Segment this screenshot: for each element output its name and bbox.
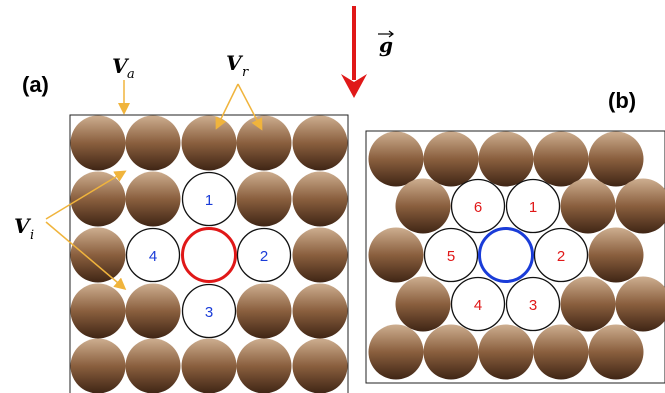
particle xyxy=(615,276,665,332)
particle xyxy=(236,115,292,171)
neighbor-site xyxy=(450,178,506,234)
particle xyxy=(70,338,126,393)
particle xyxy=(533,131,589,187)
particle xyxy=(125,171,181,227)
neighbor-number: 4 xyxy=(474,297,482,314)
panel-b-lattice: 6 1 5 2 4 3 xyxy=(368,131,665,380)
va-subscript: a xyxy=(127,67,135,82)
particle xyxy=(423,131,479,187)
vacancy-site xyxy=(478,227,534,283)
neighbor-site xyxy=(533,227,589,283)
panel-b-label: (b) xyxy=(608,88,636,113)
particle xyxy=(70,171,126,227)
particle xyxy=(236,283,292,339)
particle xyxy=(292,283,348,339)
particle xyxy=(70,283,126,339)
particle xyxy=(292,338,348,393)
particle xyxy=(236,338,292,393)
particle xyxy=(478,324,534,380)
particle xyxy=(125,283,181,339)
panel-a-lattice: 1 4 2 3 xyxy=(70,115,348,393)
neighbor-number: 1 xyxy=(529,199,537,216)
particle xyxy=(292,115,348,171)
neighbor-site xyxy=(450,276,506,332)
vi-arrow-down xyxy=(45,221,127,290)
neighbor-site xyxy=(181,283,237,339)
particle xyxy=(478,131,534,187)
gravity-label: g xyxy=(379,33,393,57)
vi-label: V xyxy=(14,214,32,238)
va-label: V xyxy=(112,54,130,78)
particle xyxy=(395,178,451,234)
particle xyxy=(560,276,616,332)
particle xyxy=(125,115,181,171)
particle xyxy=(533,324,589,380)
panel-b-frame xyxy=(365,130,665,384)
particle xyxy=(181,115,237,171)
particle xyxy=(588,131,644,187)
particle xyxy=(368,324,424,380)
particle xyxy=(292,171,348,227)
neighbor-site xyxy=(505,178,561,234)
neighbor-site xyxy=(125,227,181,283)
particle xyxy=(588,227,644,283)
particle xyxy=(368,227,424,283)
panel-a-frame xyxy=(69,114,349,393)
neighbor-number: 2 xyxy=(260,248,268,265)
particle xyxy=(292,227,348,283)
particle xyxy=(395,276,451,332)
particle xyxy=(70,115,126,171)
vr-label: V xyxy=(226,51,244,75)
particle xyxy=(588,324,644,380)
gravity-arrow-icon xyxy=(341,6,367,98)
neighbor-number: 4 xyxy=(149,248,157,265)
neighbor-site xyxy=(505,276,561,332)
neighbor-number: 5 xyxy=(447,248,455,265)
neighbor-site xyxy=(236,227,292,283)
particle xyxy=(615,178,665,234)
neighbor-site xyxy=(423,227,479,283)
vacancy-site xyxy=(181,227,237,283)
neighbor-number: 3 xyxy=(529,297,537,314)
panel-a-label: (a) xyxy=(22,72,49,97)
neighbor-site xyxy=(181,171,237,227)
vr-subscript: r xyxy=(242,65,249,80)
particle xyxy=(181,338,237,393)
particle xyxy=(70,227,126,283)
particle xyxy=(125,338,181,393)
vi-arrow-up xyxy=(45,170,127,220)
neighbor-number: 2 xyxy=(557,248,565,265)
particle xyxy=(368,131,424,187)
vr-arrow-left xyxy=(215,83,239,130)
neighbor-number: 1 xyxy=(205,192,213,209)
particle xyxy=(560,178,616,234)
neighbor-number: 6 xyxy=(474,199,482,216)
neighbor-number: 3 xyxy=(205,304,213,321)
particle xyxy=(236,171,292,227)
vr-arrow-right xyxy=(237,83,263,131)
vi-subscript: i xyxy=(30,228,34,243)
vector-arrow-icon xyxy=(378,30,394,38)
particle xyxy=(423,324,479,380)
